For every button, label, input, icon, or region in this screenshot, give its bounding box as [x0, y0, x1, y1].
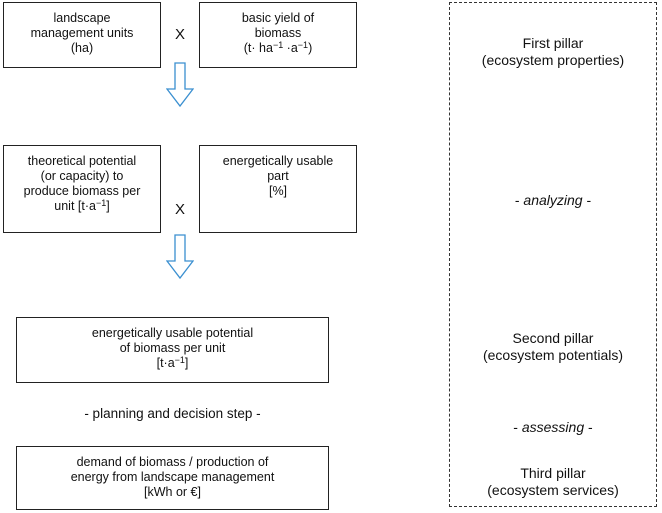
down-arrow-icon-2 — [166, 234, 194, 280]
assessing-label: - assessing - — [513, 419, 593, 435]
second-pillar-label: Second pillar (ecosystem potentials) — [482, 330, 624, 363]
landscape-units-box: landscape management units (ha) — [3, 2, 161, 68]
theoretical-potential-box: theoretical potential (or capacity) to p… — [3, 145, 161, 233]
units-line-1: landscape — [53, 11, 111, 25]
yield-line-1: basic yield of — [241, 11, 315, 25]
first-pillar-label: First pillar (ecosystem properties) — [481, 35, 625, 68]
yield-line-3: (t· ha−1 ·a−1) — [243, 40, 313, 56]
usable-line-1: energetically usable potential — [91, 326, 254, 340]
usable-part-box: energetically usable part [%] — [199, 145, 357, 233]
part-line-1: energetically usable — [222, 154, 334, 168]
demand-line-3: [kWh or €] — [144, 485, 201, 499]
theoretical-line-1: theoretical potential — [27, 154, 137, 168]
demand-box: demand of biomass / production of energy… — [16, 446, 329, 510]
units-line-2: management units — [30, 26, 134, 40]
pillars-frame — [449, 2, 657, 507]
demand-line-1: demand of biomass / production of — [76, 455, 269, 469]
multiply-operator-2: X — [175, 201, 186, 218]
third-pillar-label: Third pillar (ecosystem services) — [487, 465, 619, 498]
part-line-2: part — [267, 169, 289, 183]
theoretical-line-4: unit [t·a−1] — [54, 198, 110, 214]
part-line-3: [%] — [268, 184, 288, 198]
usable-line-2: of biomass per unit — [119, 341, 226, 355]
usable-line-3: [t·a−1] — [156, 355, 189, 371]
planning-step-label: - planning and decision step - — [84, 406, 261, 421]
basic-yield-box: basic yield of biomass (t· ha−1 ·a−1) — [199, 2, 357, 68]
down-arrow-icon-1 — [166, 62, 194, 108]
theoretical-line-2: (or capacity) to — [40, 169, 124, 183]
yield-line-2: biomass — [254, 26, 302, 40]
units-line-3: (ha) — [70, 41, 94, 55]
multiply-operator-1: X — [175, 26, 186, 43]
usable-potential-box: energetically usable potential of biomas… — [16, 317, 329, 383]
demand-line-2: energy from landscape management — [70, 470, 275, 484]
theoretical-line-3: produce biomass per — [23, 184, 141, 198]
analyzing-label: - analyzing - — [514, 192, 592, 208]
